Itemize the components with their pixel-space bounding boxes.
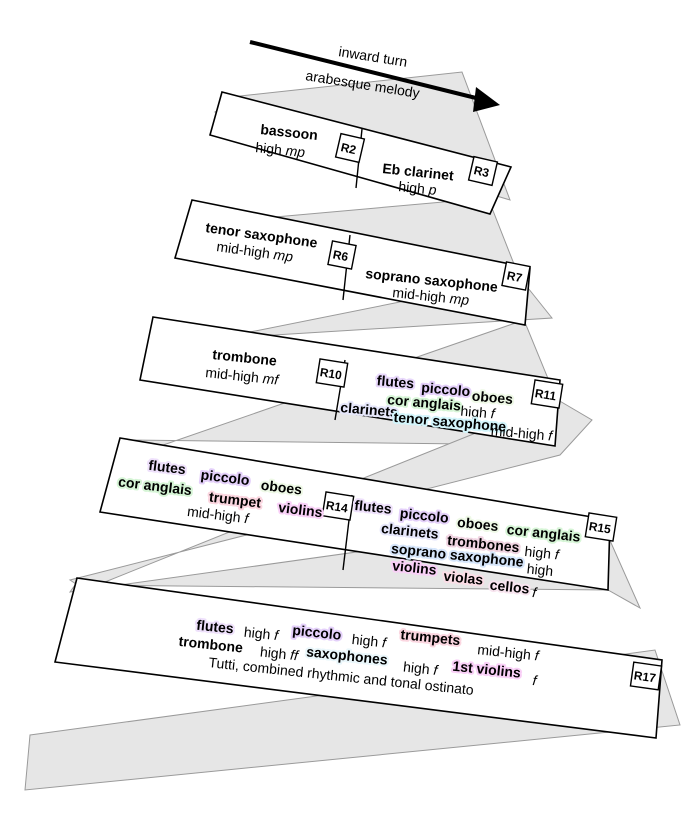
- r10-register: mid-high mf: [205, 364, 282, 388]
- r11-mark: R11: [534, 386, 558, 403]
- r17-mid-high-f: mid-high f: [477, 641, 542, 664]
- band-5-card: [53, 577, 663, 739]
- r2-mark: R2: [339, 140, 357, 157]
- r6-mark: R6: [332, 247, 350, 264]
- r6-register: mid-high mp: [216, 238, 295, 265]
- r6-box: [327, 240, 357, 270]
- r3-register: high p: [398, 178, 438, 198]
- r11-flutes: flutes: [376, 372, 415, 391]
- r17-mark: R17: [633, 668, 657, 685]
- r17-trombone: trombone: [178, 633, 244, 656]
- band-r2-r3: R2 R3 bassoon high mp Eb clarinet high p: [209, 91, 513, 215]
- r2-register: high mp: [255, 139, 306, 160]
- r17-high-f-d: high f: [402, 658, 440, 678]
- r17-flutes: flutes: [196, 617, 235, 637]
- r7-mark: R7: [506, 268, 524, 285]
- bassoon-label: bassoon: [260, 121, 319, 143]
- r17-high-f-a: high f: [243, 624, 281, 644]
- r15-mark: R15: [588, 519, 612, 536]
- r15-cellos: cellos: [489, 577, 530, 597]
- r14-box: [321, 491, 355, 521]
- r3-mark: R3: [472, 163, 490, 180]
- r17-box: [629, 661, 663, 691]
- r10-mark: R10: [319, 365, 343, 382]
- eb-clarinet-label: Eb clarinet: [382, 160, 455, 183]
- r14-mark: R14: [325, 498, 349, 515]
- r17-f-e: f: [532, 672, 540, 689]
- band-r6-r7: R6 R7 tenor saxophone mid-high mp sopran…: [173, 199, 531, 326]
- r11-box: [530, 379, 564, 409]
- r15-high-f: high f: [524, 543, 562, 563]
- r3-box: [467, 155, 499, 187]
- r2-box: [334, 132, 366, 164]
- trombone-label: trombone: [212, 346, 278, 369]
- r11-mid-high-f: mid-high f: [490, 422, 555, 443]
- r17-high-f-b: high f: [351, 631, 389, 651]
- direction-arrow-head: [473, 87, 500, 112]
- r14-register: mid-high f: [186, 503, 251, 527]
- r15-high2: high: [526, 560, 554, 579]
- r17-high-ff: high ff: [259, 643, 301, 663]
- r10-box: [315, 358, 349, 388]
- r11-text: flutes piccolo oboes cor anglais high f …: [338, 370, 555, 444]
- direction-arrow-shaft: [249, 40, 481, 101]
- r15-f2: f: [532, 584, 540, 601]
- r11-high-f: high f: [460, 403, 498, 422]
- band-r10-r11: R10 R11 trombone mid-high mf flutes picc…: [139, 316, 564, 447]
- band-r14-r15: R14 R15 flutes piccolo oboes cor anglais…: [98, 437, 618, 601]
- r7-box: [501, 261, 531, 291]
- r15-flutes: flutes: [354, 497, 393, 517]
- r11-oboes: oboes: [471, 387, 514, 407]
- band-3-card: [139, 316, 561, 447]
- r7-register: mid-high mp: [392, 284, 471, 308]
- band-4-card: [98, 437, 611, 591]
- r15-box: [584, 512, 618, 542]
